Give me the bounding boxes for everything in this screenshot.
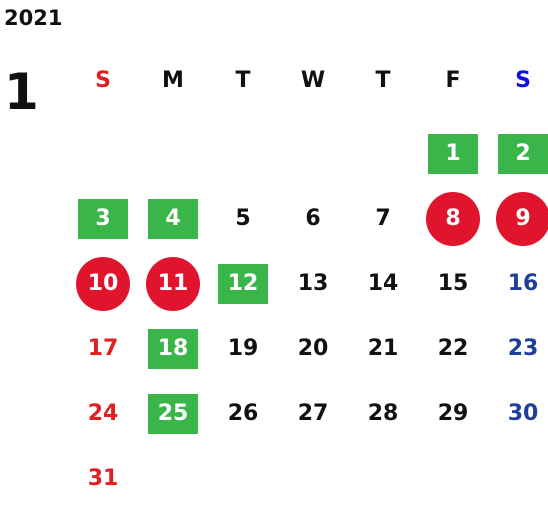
day-cell-4[interactable]: 4 [138,189,208,249]
day-cell-17[interactable]: 17 [68,319,138,379]
day-cell-12[interactable]: 12 [208,254,278,314]
day-number: 17 [87,336,119,361]
day-number: 28 [367,401,399,426]
day-number: 23 [507,336,539,361]
day-number: 9 [496,192,548,246]
day-number: 12 [218,264,268,304]
weekday-header-2: T [235,68,251,93]
day-cell-7[interactable]: 7 [348,189,418,249]
day-cell-25[interactable]: 25 [138,384,208,444]
weekday-header-1: M [162,68,184,93]
day-cell-6[interactable]: 6 [278,189,348,249]
day-number: 7 [375,206,391,231]
day-cell-15[interactable]: 15 [418,254,488,314]
day-cell-5[interactable]: 5 [208,189,278,249]
day-number: 30 [507,401,539,426]
weekday-header-3: W [300,68,326,93]
day-cell-13[interactable]: 13 [278,254,348,314]
day-cell-10[interactable]: 10 [68,254,138,314]
day-number: 1 [428,134,478,174]
day-number: 29 [437,401,469,426]
day-number: 16 [507,271,539,296]
day-cell-31[interactable]: 31 [68,449,138,509]
day-number: 24 [87,401,119,426]
day-cell-29[interactable]: 29 [418,384,488,444]
day-cell-30[interactable]: 30 [488,384,548,444]
day-cell-20[interactable]: 20 [278,319,348,379]
day-number: 2 [498,134,548,174]
day-cell-24[interactable]: 24 [68,384,138,444]
day-cell-27[interactable]: 27 [278,384,348,444]
day-cell-23[interactable]: 23 [488,319,548,379]
day-number: 8 [426,192,480,246]
weekday-header-6: S [515,68,531,93]
day-number: 14 [367,271,399,296]
day-cell-3[interactable]: 3 [68,189,138,249]
day-number: 27 [297,401,329,426]
day-cell-19[interactable]: 19 [208,319,278,379]
day-cell-26[interactable]: 26 [208,384,278,444]
day-cell-11[interactable]: 11 [138,254,208,314]
day-number: 10 [76,257,130,311]
day-number: 19 [227,336,259,361]
day-number: 31 [87,466,119,491]
month-label: 1 [4,63,39,121]
day-cell-1[interactable]: 1 [418,124,488,184]
day-number: 15 [437,271,469,296]
day-number: 4 [148,199,198,239]
day-number: 25 [148,394,198,434]
day-number: 22 [437,336,469,361]
day-number: 13 [297,271,329,296]
day-cell-14[interactable]: 14 [348,254,418,314]
day-cell-21[interactable]: 21 [348,319,418,379]
day-number: 26 [227,401,259,426]
day-number: 18 [148,329,198,369]
day-cell-28[interactable]: 28 [348,384,418,444]
weekday-header-0: S [95,68,111,93]
day-number: 21 [367,336,399,361]
day-number: 11 [146,257,200,311]
year-label: 2021 [4,6,63,30]
day-cell-2[interactable]: 2 [488,124,548,184]
weekday-header-5: F [445,68,461,93]
day-cell-16[interactable]: 16 [488,254,548,314]
day-number: 20 [297,336,329,361]
day-number: 6 [305,206,321,231]
day-cell-18[interactable]: 18 [138,319,208,379]
weekday-header-4: T [375,68,391,93]
day-cell-22[interactable]: 22 [418,319,488,379]
day-cell-9[interactable]: 9 [488,189,548,249]
day-number: 3 [78,199,128,239]
day-cell-8[interactable]: 8 [418,189,488,249]
day-number: 5 [235,206,251,231]
